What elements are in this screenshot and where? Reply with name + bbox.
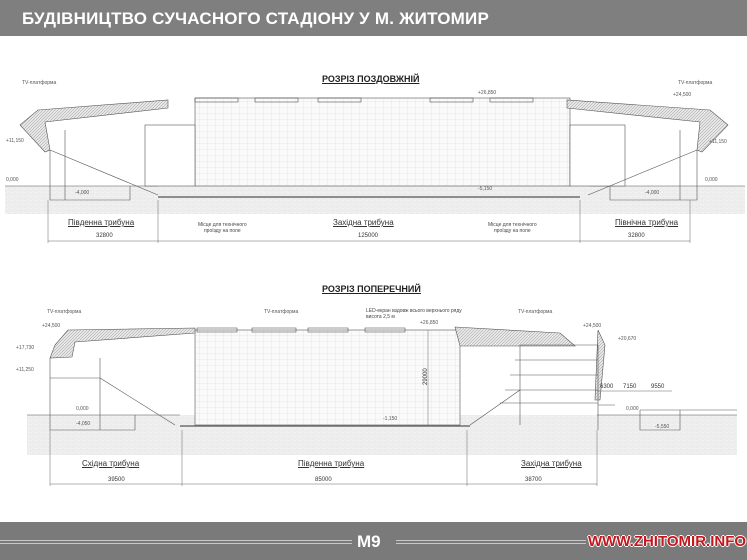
- footer-line: [396, 540, 586, 541]
- elevation-label: 0,000: [705, 177, 718, 183]
- stand-label: Західна трибуна: [333, 218, 394, 227]
- south-roof: [19, 99, 169, 153]
- elevation-label: +11,150: [709, 139, 727, 145]
- stand-label: Північна трибуна: [615, 218, 679, 227]
- tv-platform-label: TV-платформа: [22, 80, 57, 86]
- footer-line: [396, 543, 586, 544]
- stand-label: Західна трибуна: [521, 459, 582, 468]
- note-line: проїзду на поле: [203, 228, 241, 234]
- elevation-label: +11,250: [16, 367, 34, 373]
- dimension-value: 38700: [525, 477, 542, 483]
- elevation-label: -4,000: [75, 190, 90, 196]
- longitudinal-section: [5, 97, 745, 214]
- footer-line: [0, 540, 352, 541]
- elevation-label: +26,850: [478, 90, 497, 96]
- note-line: LED-екран вздовж всього верхнього ряду: [366, 308, 462, 314]
- elevation-label: -5,550: [655, 424, 670, 430]
- m9-logo: M9: [357, 532, 381, 551]
- note-line: Місце для технічного: [488, 222, 537, 228]
- elevation-label: +24,500: [673, 92, 692, 98]
- stand-label: Південна трибуна: [68, 218, 135, 227]
- east-roof: [49, 327, 196, 359]
- west-stand-facade: [194, 97, 571, 187]
- longitudinal-dimension-line: [47, 200, 691, 243]
- tv-platform-label: TV-платформа: [518, 309, 553, 315]
- south-stand-facade: [194, 329, 461, 426]
- elevation-label: +26,850: [420, 320, 439, 326]
- height-dimension: 29000: [423, 368, 429, 385]
- elevation-label: 0,000: [6, 177, 19, 183]
- dimension-value: 32800: [628, 233, 645, 239]
- elevation-label: 0,000: [626, 406, 639, 412]
- header-bar: БУДІВНИЦТВО СУЧАСНОГО СТАДІОНУ У М. ЖИТО…: [0, 0, 747, 36]
- dimension-value: 85000: [315, 477, 332, 483]
- footer-bar: M9 WWW.ZHITOMIR.INFO: [0, 522, 747, 560]
- elevation-label: -4,000: [645, 190, 660, 196]
- footer-line: [0, 543, 352, 544]
- dimension-value: 6300: [600, 384, 614, 390]
- note-line: висота 2,5 м: [366, 314, 395, 320]
- elevation-label: 0,000: [76, 406, 89, 412]
- tv-platform-label: TV-платформа: [264, 309, 299, 315]
- stand-label: Східна трибуна: [82, 459, 140, 468]
- transverse-dimension-line: [49, 330, 672, 486]
- site-watermark: WWW.ZHITOMIR.INFO: [588, 533, 747, 550]
- longitudinal-section-title: РОЗРІЗ ПОЗДОВЖНІЙ: [322, 74, 420, 84]
- tv-platform-label: TV-платформа: [678, 80, 713, 86]
- dimension-value: 125000: [358, 233, 379, 239]
- dimension-value: 9550: [651, 384, 665, 390]
- tv-platform-label: TV-платформа: [47, 309, 82, 315]
- elevation-label: +20,670: [618, 336, 637, 342]
- dimension-value: 39500: [108, 477, 125, 483]
- elevation-label: +24,500: [42, 323, 61, 329]
- north-roof: [566, 99, 729, 153]
- west-roof: [454, 326, 576, 347]
- note-line: проїзду на поле: [493, 228, 531, 234]
- transverse-section: [27, 326, 737, 455]
- dimension-value: 32800: [96, 233, 113, 239]
- page-title: БУДІВНИЦТВО СУЧАСНОГО СТАДІОНУ У М. ЖИТО…: [22, 9, 489, 28]
- elevation-label: -1,150: [383, 416, 398, 422]
- stand-label: Південна трибуна: [298, 459, 365, 468]
- elevation-label: +17,730: [16, 345, 35, 351]
- elevation-label: +24,500: [583, 323, 602, 329]
- note-line: Місце для технічного: [198, 222, 247, 228]
- dimension-value: 7150: [623, 384, 637, 390]
- elevation-label: -5,150: [478, 186, 493, 192]
- transverse-section-title: РОЗРІЗ ПОПЕРЕЧНИЙ: [322, 284, 421, 294]
- elevation-label: +11,150: [6, 138, 24, 144]
- elevation-label: -4,050: [76, 421, 91, 427]
